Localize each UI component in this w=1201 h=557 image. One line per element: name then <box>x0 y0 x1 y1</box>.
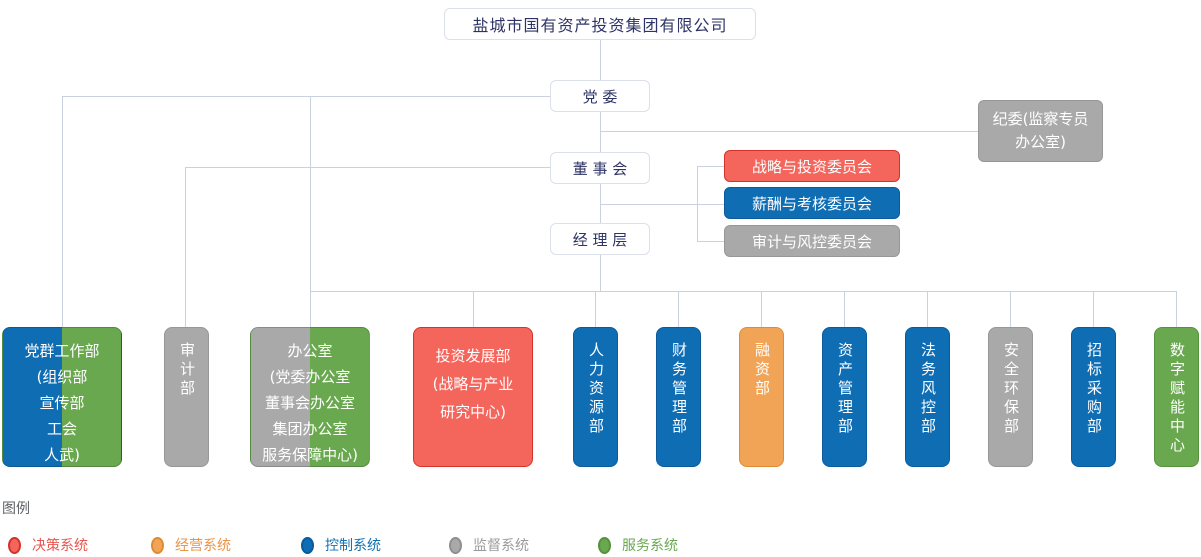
legend-label-operation: 经营系统 <box>175 538 231 554</box>
legend-item-decision: 决策系统 <box>8 534 88 556</box>
dept-box-asset-management: 资产管理部 <box>822 327 867 467</box>
dept-name: 融资部 <box>753 342 771 399</box>
legend-dot-service-icon <box>598 536 611 554</box>
connector-drop-procurement <box>1093 291 1094 327</box>
connector-drop-party-mass <box>62 96 63 327</box>
legend-label-decision: 决策系统 <box>32 538 88 554</box>
dept-name: 法务风控部 <box>919 342 937 437</box>
legend-dot-control-icon <box>301 536 314 554</box>
connector-committee-bus <box>697 166 698 241</box>
dept-box-safety-environment: 安全环保部 <box>988 327 1033 467</box>
dept-name: 安全环保部 <box>1002 342 1020 437</box>
connector-drop-investment <box>473 291 474 327</box>
committee-strategy-label: 战略与投资委员会 <box>751 157 872 176</box>
legend-dot-supervision-icon <box>449 536 462 554</box>
dept-detail: 服务保障中心) <box>262 446 358 464</box>
connector-drop-safety <box>1010 291 1011 327</box>
dept-box-audit: 审计部 <box>164 327 209 467</box>
connector-board-left-arm <box>185 167 550 168</box>
dept-name: 数字赋能中心 <box>1168 342 1186 456</box>
dept-detail: 研究中心) <box>440 403 506 421</box>
dept-detail: (组织部 <box>36 368 88 386</box>
board-label: 董 事 会 <box>572 159 628 178</box>
connector-dept-bus <box>310 291 1177 292</box>
connector-root-party <box>600 40 601 80</box>
dept-box-human-resources: 人力资源部 <box>573 327 618 467</box>
dept-name: 人力资源部 <box>587 342 605 437</box>
discipline-committee-label: 纪委(监察专员办公室) <box>992 110 1089 151</box>
dept-detail: (战略与产业 <box>432 375 514 393</box>
connector-board-management <box>600 184 601 223</box>
dept-name: 招标采购部 <box>1085 342 1103 437</box>
dept-name: 审计部 <box>178 342 196 399</box>
legend-item-control: 控制系统 <box>301 534 381 556</box>
connector-discipline-arm <box>600 131 978 132</box>
board-box: 董 事 会 <box>550 152 650 184</box>
dept-detail: 宣传部 <box>39 394 85 412</box>
dept-box-office: 办公室 (党委办公室 董事会办公室 集团办公室 服务保障中心) <box>250 327 370 467</box>
connector-drop-asset <box>844 291 845 327</box>
dept-box-legal-risk-control: 法务风控部 <box>905 327 950 467</box>
dept-name: 投资发展部 <box>435 347 511 365</box>
committee-box-strategy-investment: 战略与投资委员会 <box>724 150 900 182</box>
dept-name: 党群工作部 <box>24 342 100 360</box>
connector-committee-arm <box>600 204 724 205</box>
party-committee-label: 党 委 <box>582 87 618 106</box>
dept-name: 财务管理部 <box>670 342 688 437</box>
connector-party-left-arm <box>62 96 550 97</box>
dept-name: 资产管理部 <box>836 342 854 437</box>
dept-box-investment-development: 投资发展部 (战略与产业 研究中心) <box>413 327 533 467</box>
management-box: 经 理 层 <box>550 223 650 255</box>
connector-management-bus <box>600 255 601 291</box>
dept-detail: 董事会办公室 <box>264 394 355 412</box>
discipline-committee-box: 纪委(监察专员办公室) <box>978 100 1103 162</box>
legend-item-operation: 经营系统 <box>151 534 231 556</box>
connector-drop-financing <box>761 291 762 327</box>
legend-label-service: 服务系统 <box>622 538 678 554</box>
root-company-name: 盐城市国有资产投资集团有限公司 <box>472 16 728 35</box>
dept-name: 办公室 <box>287 342 333 360</box>
connector-drop-finance <box>678 291 679 327</box>
dept-box-digital-empowerment: 数字赋能中心 <box>1154 327 1199 467</box>
committee-audit-risk-label: 审计与风控委员会 <box>751 232 872 251</box>
committee-box-compensation-assessment: 薪酬与考核委员会 <box>724 187 900 219</box>
legend-dot-operation-icon <box>151 536 164 554</box>
management-label: 经 理 层 <box>572 230 628 249</box>
dept-detail: 集团办公室 <box>272 420 348 438</box>
dept-box-financing: 融资部 <box>739 327 784 467</box>
connector-drop-legal-risk <box>927 291 928 327</box>
legend-title: 图例 <box>2 501 30 517</box>
dept-detail: (党委办公室 <box>269 368 351 386</box>
dept-box-financial-management: 财务管理部 <box>656 327 701 467</box>
dept-box-party-mass-work: 党群工作部 (组织部 宣传部 工会 人武) <box>2 327 122 467</box>
legend-item-service: 服务系统 <box>598 534 678 556</box>
connector-drop-office <box>310 96 311 327</box>
dept-box-bidding-procurement: 招标采购部 <box>1071 327 1116 467</box>
connector-drop-digital <box>1176 291 1177 327</box>
legend-label-control: 控制系统 <box>325 538 381 554</box>
connector-drop-audit <box>185 167 186 327</box>
connector-stub-audit-risk <box>697 241 724 242</box>
connector-party-board <box>600 112 601 152</box>
connector-drop-hr <box>595 291 596 327</box>
legend-item-supervision: 监督系统 <box>449 534 529 556</box>
connector-stub-strategy <box>697 166 724 167</box>
legend-dot-decision-icon <box>8 536 21 554</box>
root-company-box: 盐城市国有资产投资集团有限公司 <box>444 8 756 40</box>
dept-detail: 工会 <box>46 420 77 438</box>
party-committee-box: 党 委 <box>550 80 650 112</box>
committee-box-audit-risk: 审计与风控委员会 <box>724 225 900 257</box>
committee-compensation-label: 薪酬与考核委员会 <box>751 194 872 213</box>
legend-label-supervision: 监督系统 <box>473 538 529 554</box>
dept-detail: 人武) <box>44 446 80 464</box>
